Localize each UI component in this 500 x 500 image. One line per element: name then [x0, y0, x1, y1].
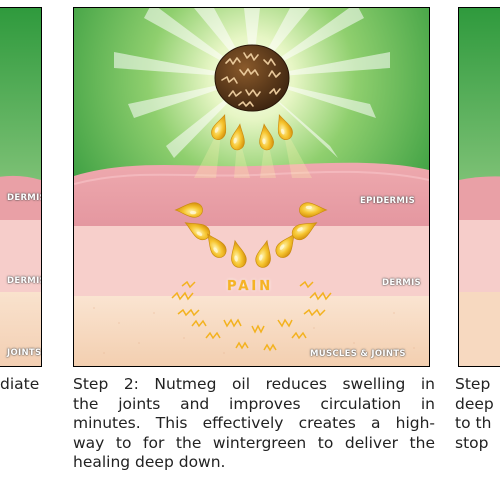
epidermis-label: DERMIS — [7, 193, 41, 203]
main-caption: Step 2: Nutmeg oil reduces swelling in t… — [73, 375, 435, 473]
left-panel: DERMIS DERMIS JOINTS — [0, 7, 42, 367]
right-panel — [458, 7, 500, 367]
joints-label: JOINTS — [7, 348, 42, 358]
dermis-label: DERMIS — [7, 276, 41, 286]
caption-line: the joints and improves circulation in — [73, 394, 435, 413]
caption-line: stop — [455, 433, 489, 452]
muscles-joints-label: MUSCLES & JOINTS — [310, 349, 406, 359]
caption-line: Step — [455, 375, 491, 393]
epidermis-label: EPIDERMIS — [360, 196, 416, 206]
caption-line: way to for the wintergreen to deliver th… — [73, 433, 435, 452]
caption-line: to th — [455, 414, 492, 432]
main-panel: EPIDERMIS DERMIS MUSCLES & JOINTS PAIN — [73, 7, 430, 367]
caption-line: healing deep down. — [73, 453, 226, 471]
right-caption: Step deep to th stop — [455, 375, 500, 453]
caption-line: Step 2: Nutmeg oil reduces swelling in — [73, 375, 435, 393]
skin-diagram — [74, 8, 429, 366]
left-caption: diate — [0, 375, 60, 395]
dermis-label: DERMIS — [382, 278, 421, 288]
caption-line: deep — [455, 394, 494, 413]
nutmeg-icon — [214, 44, 290, 112]
caption-line: minutes. This effectively creates a high… — [73, 414, 435, 432]
pain-label: PAIN — [227, 279, 274, 294]
pain-zigzag-icon — [171, 280, 332, 352]
caption-line: diate — [0, 375, 40, 393]
